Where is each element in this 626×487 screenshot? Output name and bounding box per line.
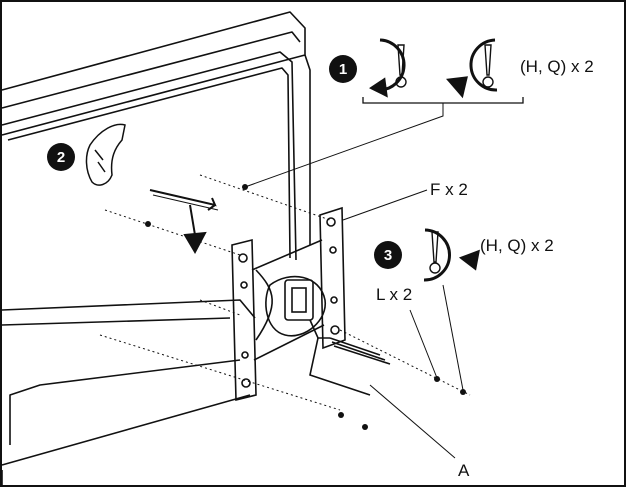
screw-guide-lines: [99, 174, 471, 411]
step-2: 2: [47, 143, 75, 171]
screw-bottom-2: [362, 424, 368, 430]
callout-a-leader: [369, 384, 456, 459]
mount-cross-plate: [319, 206, 346, 350]
step-3-badge: [374, 241, 402, 269]
screwdriver-icon: [429, 231, 441, 274]
step-1: 1 (H, Q) x 2: [244, 38, 594, 188]
callout-a: A: [458, 461, 470, 480]
step-1-label: (H, Q) x 2: [520, 57, 594, 76]
wall-mount: [231, 206, 391, 402]
tv-panel: [1, 11, 311, 487]
screws: [145, 184, 466, 430]
screw-bottom: [338, 412, 344, 418]
rotate-counterclockwise-icon: [446, 38, 498, 99]
step-1-bracket: [362, 97, 524, 104]
step-2-number: 2: [57, 149, 65, 166]
arrow-icon: [149, 189, 219, 255]
rotate-clockwise-icon: [369, 38, 406, 98]
screw-h-left: [145, 221, 151, 227]
callout-l-leader: [409, 309, 438, 379]
hand-icon: [85, 123, 126, 186]
step-3-label: (H, Q) x 2: [480, 236, 554, 255]
callout-l: L x 2: [376, 285, 412, 304]
mount-vertical-plate: [231, 238, 257, 402]
screw-l: [434, 376, 440, 382]
step-1-leader: [244, 103, 444, 188]
step-3-leader: [442, 284, 464, 391]
screwdriver-icon: [482, 44, 494, 88]
step-3: 3 (H, Q) x 2: [374, 228, 554, 391]
callout-f: F x 2: [430, 180, 468, 199]
step-1-number: 1: [339, 61, 347, 78]
screw-q: [460, 389, 466, 395]
callout-f-leader: [342, 189, 428, 221]
step-2-badge: [47, 143, 75, 171]
screwdriver-icon: [395, 44, 407, 88]
step-3-number: 3: [384, 247, 392, 264]
step-1-badge: [329, 55, 357, 83]
mount-arm: [265, 275, 326, 337]
